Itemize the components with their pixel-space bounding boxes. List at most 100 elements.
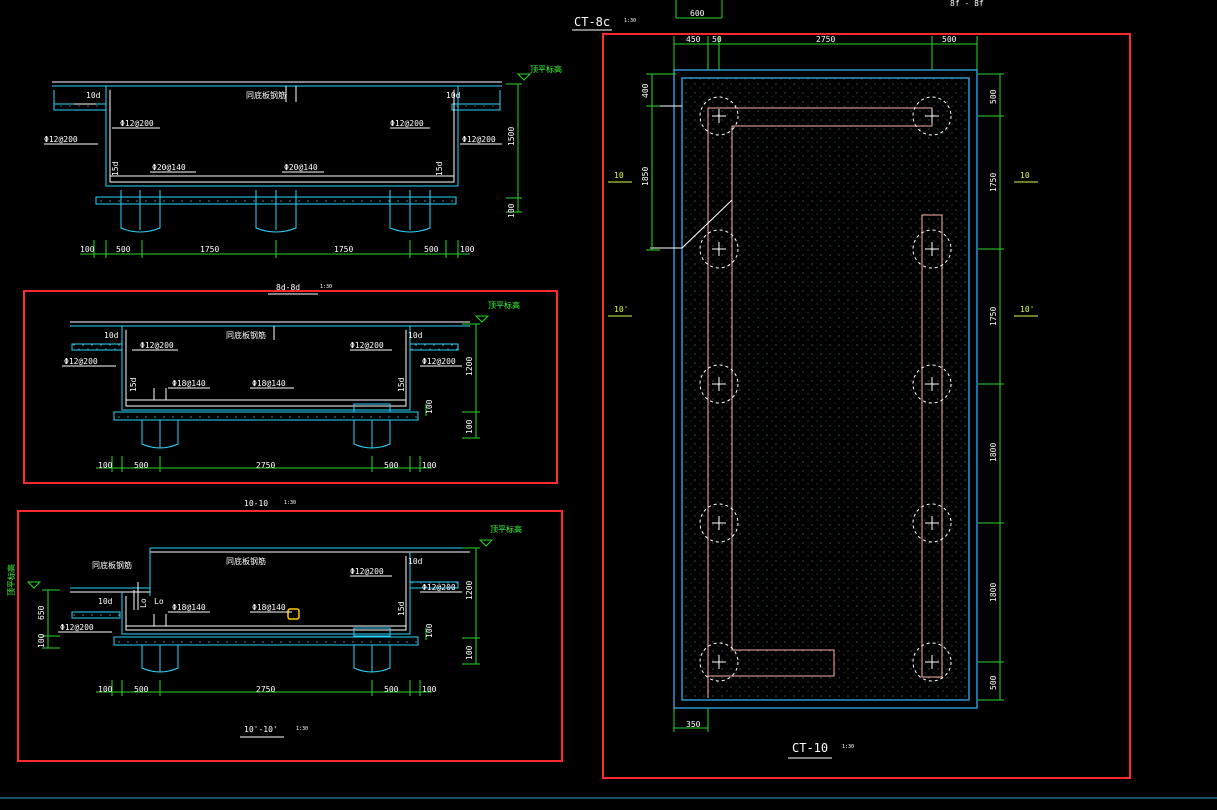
rebar-note-a: 同底板钢筋 — [246, 90, 286, 100]
lap-15d-right-b: 15d — [397, 377, 406, 392]
rebar-label-b3: Φ12@200 — [64, 357, 98, 366]
lap-15d-right-c: 15d — [397, 601, 406, 616]
slab-left-lower — [71, 611, 121, 619]
rebar-label-a3: Φ12@200 — [44, 135, 78, 144]
plan-dim-bottom-1: 350 — [686, 720, 701, 729]
plan-dims-left: 400 1850 — [641, 73, 676, 251]
pile-2 — [912, 96, 952, 136]
pile-10 — [912, 642, 952, 682]
section-c-detail[interactable]: 10-10 1:30 — [6, 499, 563, 762]
section-c-sub-scale: 1:30 — [296, 726, 308, 732]
section-c-annotations: 顶平标高 顶平标高 同底板钢筋 同底板钢筋 10d 10d 15d Lo Lo … — [6, 524, 522, 633]
section-mark-left-1: 10 — [614, 171, 624, 180]
pile-cap-plan[interactable]: CT-8c 1:30 — [572, 15, 1131, 779]
dim-c-v3: 100 — [425, 623, 434, 638]
dim-c-h4: 500 — [384, 685, 399, 694]
rebar-label-c1: Φ12@200 — [350, 567, 384, 576]
dim-a-h1: 100 — [80, 245, 95, 254]
rebar-label-c3: Φ12@200 — [60, 623, 94, 632]
pile-3 — [699, 229, 739, 269]
plan-dim-top-4: 500 — [942, 35, 957, 44]
plan-caption-scale: 1:30 — [842, 744, 854, 750]
elev-label-b: 顶平标高 — [488, 300, 520, 310]
lap-15d-left-a: 15d — [111, 161, 120, 176]
plan-dims-right: 500 1750 1750 1800 1800 500 — [978, 73, 1004, 701]
slab-left — [53, 103, 107, 111]
dim-a-v2: 100 — [507, 203, 516, 218]
section-b-detail[interactable]: 8d-8d 1:30 — [23, 283, 558, 484]
dim-b-h4: 500 — [384, 461, 399, 470]
cursor-marker — [287, 608, 300, 620]
rebar-label-b5: Φ18@140 — [172, 379, 206, 388]
section-a-annotations: 顶平标高 同底板钢筋 10d 10d 15d 15d Φ12@200 Φ12@2… — [44, 64, 562, 176]
rebar-note-c2: 同底板钢筋 — [92, 560, 132, 570]
dim-b-h2: 500 — [134, 461, 149, 470]
section-b-title: 8d-8d — [276, 283, 300, 292]
dim-c-h1: 100 — [98, 685, 113, 694]
pile-7 — [699, 503, 739, 543]
plan-dim-right-5: 1800 — [989, 583, 998, 602]
pile-5 — [699, 364, 739, 404]
rebar-label-b2: Φ12@200 — [350, 341, 384, 350]
elev-label-c-left: 顶平标高 — [6, 564, 16, 596]
rebar-label-a6: Φ20@140 — [284, 163, 318, 172]
slab-right — [451, 103, 501, 111]
lap-10d-right-c: 10d — [408, 557, 423, 566]
top-fragment: 600 8f - 8f — [675, 0, 984, 19]
rebar-label-a4: Φ12@200 — [462, 135, 496, 144]
dim-a-v1: 1500 — [507, 127, 516, 146]
pile-4 — [912, 229, 952, 269]
section-a-dimensions: 100 500 1750 1750 500 100 1500 100 — [80, 83, 522, 258]
dim-a-h3: 1750 — [200, 245, 219, 254]
piles — [141, 627, 391, 673]
dim-c-lv1: 650 — [37, 605, 46, 620]
dim-c-h3: 2750 — [256, 685, 275, 694]
top-dim-label: 600 — [690, 9, 705, 18]
piles — [141, 403, 391, 449]
highlight-box-section-b — [23, 290, 558, 484]
dim-c-h5: 100 — [422, 685, 437, 694]
rebar-label-b6: Φ18@140 — [252, 379, 286, 388]
slab-left — [71, 343, 123, 351]
pile-9 — [699, 642, 739, 682]
plan-dim-top-3: 2750 — [816, 35, 835, 44]
rebar-label-b4: Φ12@200 — [422, 357, 456, 366]
plan-title-scale: 1:30 — [624, 18, 636, 24]
section-c-subtitle: 10'-10' — [244, 725, 278, 734]
plan-dim-top-1: 450 — [686, 35, 701, 44]
slab-right — [409, 343, 459, 351]
lap-15d-left-b: 15d — [129, 377, 138, 392]
plan-title: CT-8c — [574, 15, 610, 29]
lap-10d-right-a: 10d — [446, 91, 461, 100]
plan-dim-right-4: 1800 — [989, 443, 998, 462]
plan-dims-bottom: 350 — [673, 708, 709, 732]
pile-cap-outline — [673, 69, 978, 709]
plan-caption: CT-10 — [792, 741, 828, 755]
plan-dim-left-1: 400 — [641, 83, 650, 98]
plan-dim-right-6: 500 — [989, 675, 998, 690]
rebar-label-a2: Φ12@200 — [390, 119, 424, 128]
section-a-detail[interactable]: 100 500 1750 1750 500 100 1500 100 顶平标高 … — [44, 64, 562, 258]
section-c-scale: 1:30 — [284, 500, 296, 506]
lap-10d-right-b: 10d — [408, 331, 423, 340]
pile-6 — [912, 364, 952, 404]
pile-1 — [699, 96, 739, 136]
rebar-label-b1: Φ12@200 — [140, 341, 174, 350]
dim-a-h4: 1750 — [334, 245, 353, 254]
rebar-label-a5: Φ20@140 — [152, 163, 186, 172]
elev-label-c-right: 顶平标高 — [490, 524, 522, 534]
dim-c-lv2: 100 — [37, 633, 46, 648]
section-mark-left-2: 10' — [614, 305, 628, 314]
pile-cap-dots — [682, 78, 969, 700]
rebar-label-c4: Φ18@140 — [172, 603, 206, 612]
top-right-section-label: 8f - 8f — [950, 0, 984, 8]
base-strip — [113, 411, 419, 421]
section-c-dimensions: 100 500 2750 500 100 1200 100 100 650 10… — [37, 547, 480, 696]
base-strip — [113, 636, 419, 646]
lap-lo-1: Lo — [139, 598, 148, 608]
section-b-scale: 1:30 — [320, 284, 332, 290]
plan-dim-right-1: 500 — [989, 89, 998, 104]
section-mark-right-1: 10 — [1020, 171, 1030, 180]
section-b-dimensions: 100 500 2750 500 100 1200 100 100 — [96, 323, 480, 472]
